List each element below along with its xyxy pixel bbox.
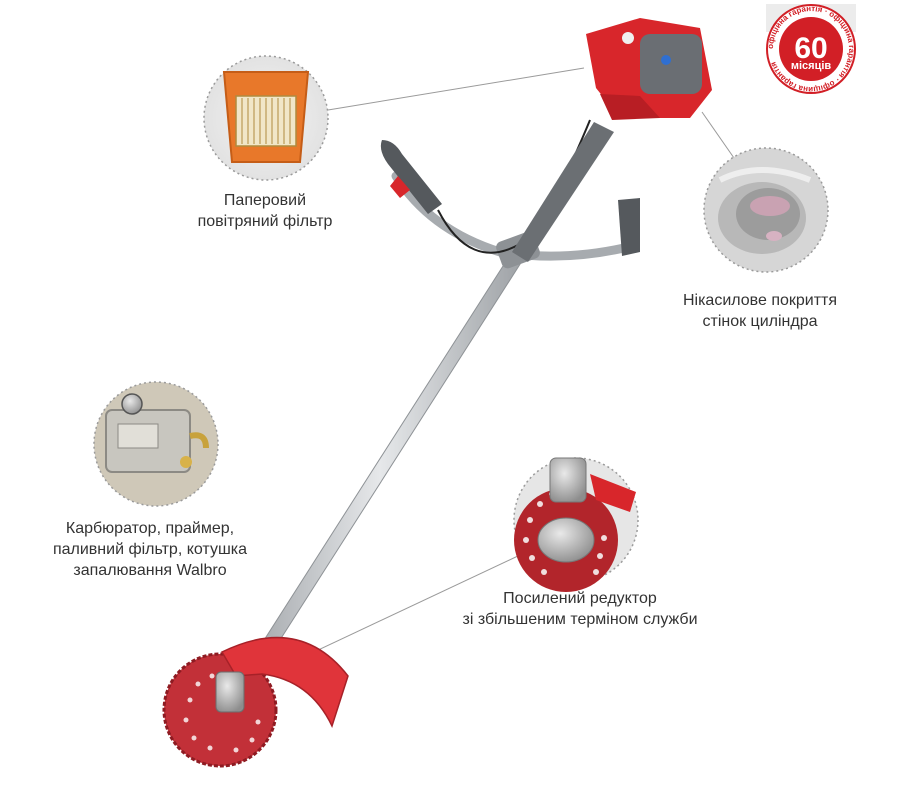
caption-line: Паперовий: [223, 192, 307, 209]
engine: [586, 18, 712, 120]
air-filter-icon: [222, 71, 310, 163]
detail-circle-cylinder: [703, 147, 829, 273]
cutting-head: [162, 636, 349, 768]
caption-line: Нікасилове покриття: [682, 292, 838, 309]
warranty-badge: офіційна гарантія · офіційна гарантія · …: [766, 4, 856, 94]
gearbox-housing: [215, 671, 245, 713]
detail-circle-air-filter: [203, 55, 329, 181]
caption-gearbox: Посилений редуктор зі збільшеним терміно…: [440, 588, 720, 630]
right-grip: [618, 198, 640, 256]
leader-line-filter: [327, 67, 585, 111]
badge-months-word: місяців: [790, 60, 832, 72]
caption-line: запалювання Walbro: [73, 562, 227, 579]
upper-shaft: [512, 122, 614, 262]
brush-cutter: [162, 18, 712, 768]
cylinder-icon: [718, 167, 812, 254]
caption-line: зі збільшеним терміном служби: [462, 611, 698, 628]
caption-carburetor: Карбюратор, праймер, паливний фільтр, ко…: [30, 518, 270, 581]
badge-months-number: 60: [794, 32, 827, 65]
caption-line: Посилений редуктор: [503, 590, 657, 607]
detail-circle-carburetor: [93, 381, 219, 507]
gearbox-icon: [514, 457, 636, 592]
caption-air-filter: Паперовий повітряний фільтр: [160, 190, 370, 232]
caption-line: Карбюратор, праймер,: [65, 520, 235, 537]
caption-cylinder: Нікасилове покриття стінок циліндра: [650, 290, 870, 332]
throttle-grip: [380, 140, 442, 214]
blade-guard: [220, 636, 349, 729]
leader-line-cylinder: [701, 111, 735, 159]
caption-line: повітряний фільтр: [197, 213, 333, 230]
detail-circle-gearbox: [513, 457, 639, 592]
carburetor-icon: [105, 393, 209, 473]
caption-line: стінок циліндра: [702, 313, 818, 330]
caption-line: паливний фільтр, котушка: [52, 541, 248, 558]
